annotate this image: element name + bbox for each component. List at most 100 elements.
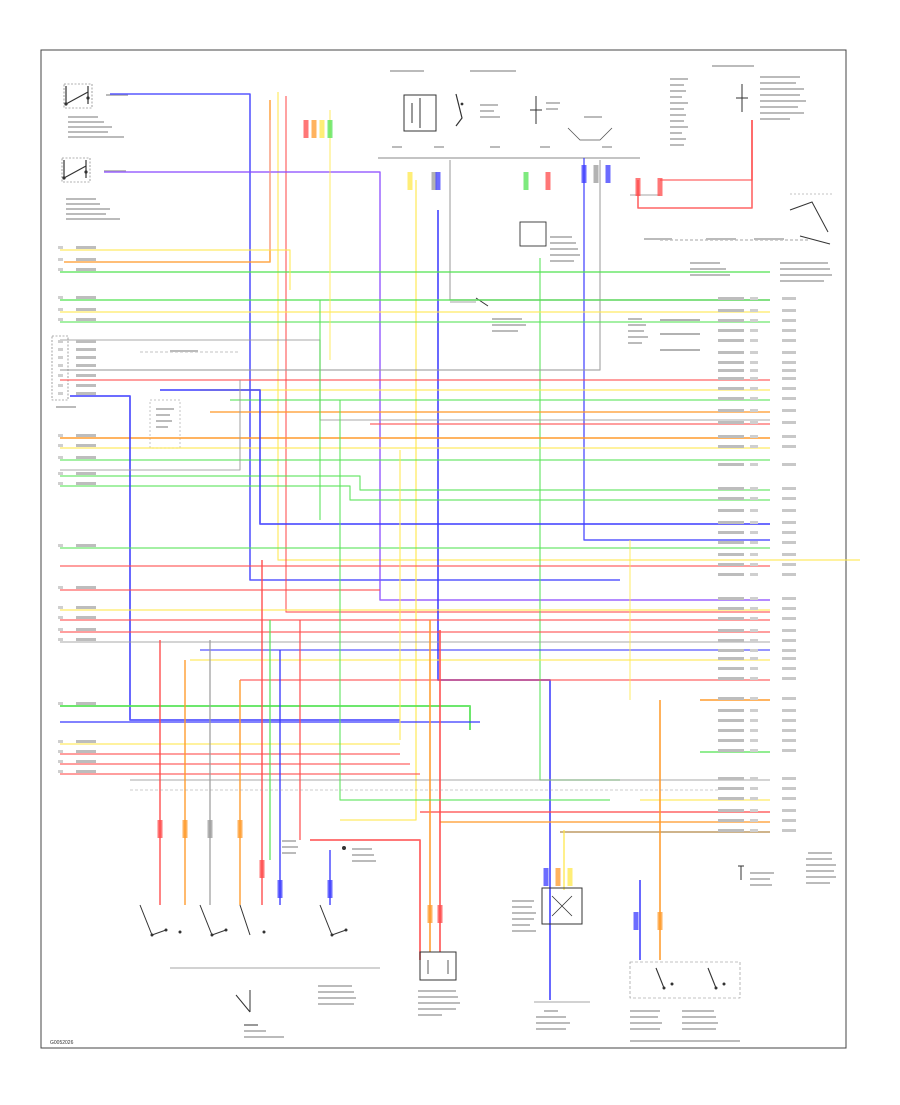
pin-id-label [750,739,758,742]
pin-id-label [750,397,758,400]
wire-color-label [718,739,744,742]
pin-id-label [750,657,758,660]
left-wire-label [76,246,96,249]
wire-end-marker [207,820,213,838]
pin-id-label [750,617,758,620]
pin-id-label [750,309,758,312]
wire-color-label [718,563,744,566]
wire-green-r13 [60,475,770,491]
pin-id-label [750,749,758,752]
wire-color-label [718,421,744,424]
wire-color-label [718,497,744,500]
pin-id-label [750,351,758,354]
pin-number-label [782,777,796,780]
left-wire-label [76,348,96,351]
pin-number-label [782,409,796,412]
pin-number-label [782,709,796,712]
wire-color-label [718,597,744,600]
pin-number-label [782,729,796,732]
wire-end-marker [327,120,333,138]
left-wire-label [76,268,96,271]
pin-number-label [782,445,796,448]
left-wire-label [76,296,96,299]
wire-color-label [718,797,744,800]
pin-id-label [750,435,758,438]
wire-color-label [718,553,744,556]
wire-color-label [718,377,744,380]
bottom-components [130,789,836,1042]
wire-green-r27 [60,705,471,730]
wire-end-marker [277,880,283,898]
wire-color-label [718,777,744,780]
wire-color-label [718,435,744,438]
pin-number-label [782,809,796,812]
pin-id-label [750,709,758,712]
wire-color-label [718,629,744,632]
wire-color-label [718,319,744,322]
wire-violet-top [104,171,770,601]
left-wire-label [76,760,96,763]
wire-yellow-fuse [340,180,417,821]
left-wire-label [76,544,96,547]
wire-color-label [718,819,744,822]
pin-number-label [782,719,796,722]
pin-id-label [750,649,758,652]
wire-blue-r15 [70,395,400,721]
pin-number-label [782,787,796,790]
wire-end-marker [567,868,573,886]
left-wire-label [76,472,96,475]
pin-id-label [750,421,758,424]
pin-id-label [750,553,758,556]
left-wire-label [76,770,96,773]
wire-end-marker [407,172,413,190]
pin-id-label [750,487,758,490]
wire-end-marker [435,172,441,190]
left-pin-number [58,268,63,271]
pin-number-label [782,397,796,400]
wire-end-marker [605,165,611,183]
wire-color-label [718,697,744,700]
pin-number-label [782,297,796,300]
left-wire-label [76,318,96,321]
wire-end-marker [437,905,443,923]
wire-gray-v16 [60,380,241,471]
wire-color-label [718,667,744,670]
left-pin-number [58,308,63,311]
pin-number-label [782,319,796,322]
wire-end-marker [427,905,433,923]
left-pin-number [58,760,63,763]
wire-blue-top [110,93,620,581]
pin-number-label [782,739,796,742]
left-pin-number [58,606,63,609]
pin-id-label [750,563,758,566]
left-wire-label [76,628,96,631]
left-pin-number [58,482,63,485]
wire-end-marker [543,868,549,886]
wire-end-marker [182,820,188,838]
pin-number-label [782,829,796,832]
wire-green-v12 [339,400,610,801]
pin-id-label [750,329,758,332]
pin-id-label [750,819,758,822]
left-pin-number [58,456,63,459]
left-pin-number [58,364,63,367]
wire-blue-r16 [160,389,770,525]
top-right-connector-group [630,65,834,282]
wire-end-marker [319,120,325,138]
left-wire-label [76,308,96,311]
pin-id-label [750,639,758,642]
pin-number-label [782,387,796,390]
wire-color-label [718,361,744,364]
left-pin-number [58,434,63,437]
pin-id-label [750,541,758,544]
pin-number-label [782,749,796,752]
left-wire-label [76,586,96,589]
pin-id-label [750,677,758,680]
pin-id-label [750,297,758,300]
pin-id-label [750,697,758,700]
wire-end-marker [581,165,587,183]
wire-color-label [718,409,744,412]
wire-color-label [718,677,744,680]
wire-color-label [718,445,744,448]
